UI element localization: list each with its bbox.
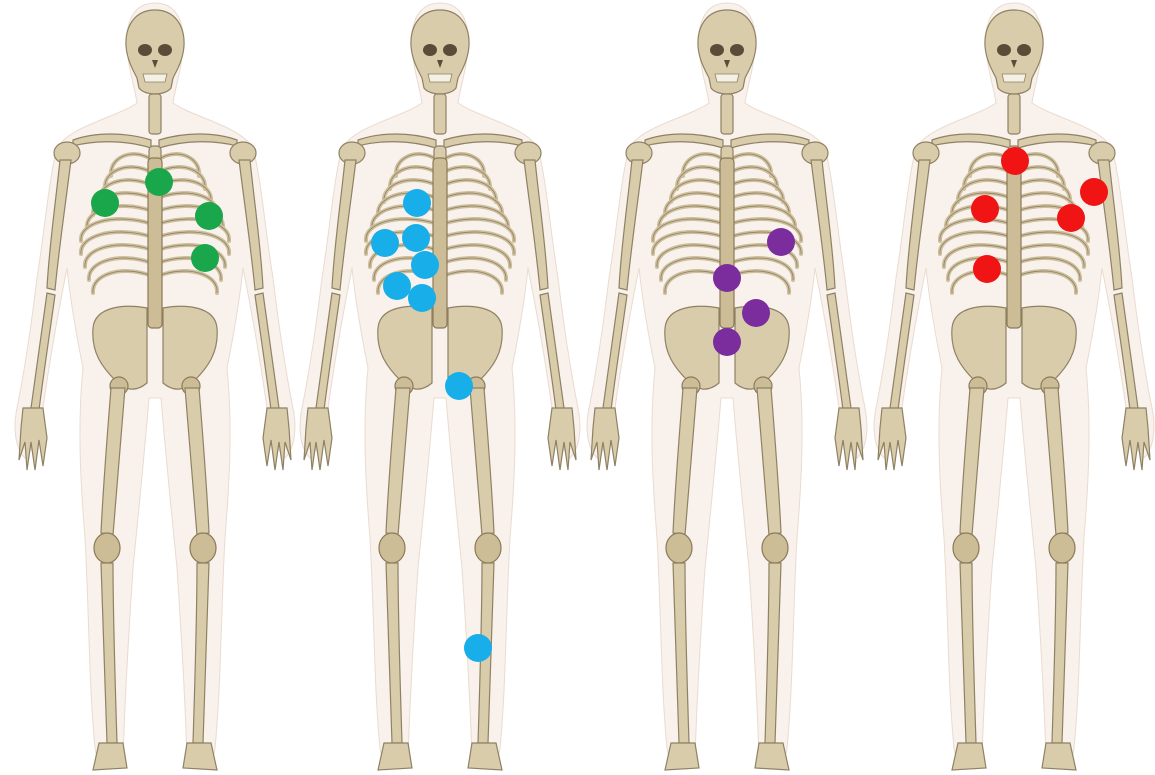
skeleton-3-marker-1 [767, 228, 795, 256]
skeleton-1-marker-1 [91, 189, 119, 217]
skeleton-1 [15, 3, 295, 770]
skeleton-4 [874, 3, 1154, 770]
skeleton-4-marker-3 [971, 195, 999, 223]
skeleton-2-marker-5 [383, 272, 411, 300]
skeleton-2-marker-4 [411, 251, 439, 279]
skeleton-4-marker-4 [1057, 204, 1085, 232]
skeleton-2-marker-6 [408, 284, 436, 312]
skeleton-1-marker-4 [191, 244, 219, 272]
skeleton-3-marker-4 [713, 328, 741, 356]
skeleton-1-marker-2 [145, 168, 173, 196]
skeleton-4-marker-1 [1001, 147, 1029, 175]
skeleton-1-marker-3 [195, 202, 223, 230]
skeleton-3 [587, 3, 867, 770]
skeleton-4-marker-2 [1080, 178, 1108, 206]
skeleton-2-marker-2 [371, 229, 399, 257]
skeleton-2-marker-8 [464, 634, 492, 662]
skeleton-2-marker-7 [445, 372, 473, 400]
skeleton-2-marker-1 [403, 189, 431, 217]
skeleton-2-marker-3 [402, 224, 430, 252]
skeleton-4-marker-5 [973, 255, 1001, 283]
skeleton-2 [300, 3, 580, 770]
skeleton-3-marker-3 [742, 299, 770, 327]
skeleton-3-marker-2 [713, 264, 741, 292]
